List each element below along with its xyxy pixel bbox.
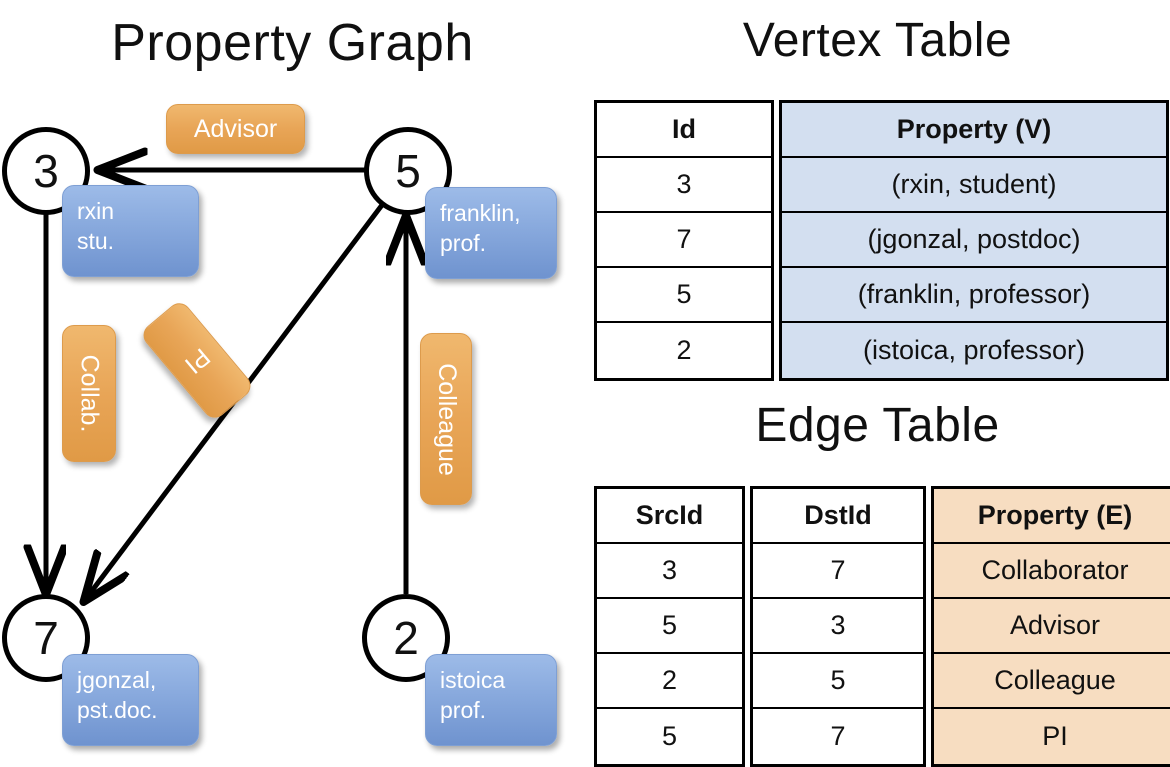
node-property-box-7-line1: jgonzal, [77, 667, 157, 693]
page-title-vertex-table: Vertex Table [742, 14, 1013, 67]
table-row: 5 [753, 654, 923, 709]
vertex-table-header-property: Property (V) [782, 103, 1166, 158]
vertex-table-header-id: Id [597, 103, 771, 158]
edge-label-collab: Collab. [62, 325, 116, 462]
page-title-property-graph: Property Graph [111, 14, 474, 72]
graph-node-2-label: 2 [393, 612, 419, 664]
edge-table: SrcId 3 5 2 5 DstId 7 3 5 7 Property (E)… [594, 486, 1170, 767]
edge-table-column-dstid: DstId 7 3 5 7 [750, 486, 926, 767]
node-property-box-5-line1: franklin, [440, 200, 521, 226]
edge-table-column-property: Property (E) Collaborator Advisor Collea… [931, 486, 1170, 767]
table-row: 7 [753, 709, 923, 764]
table-row: 5 [597, 268, 771, 323]
table-row: 5 [597, 599, 742, 654]
node-property-box-2-line2: prof. [440, 697, 487, 723]
node-property-box-3-line2: stu. [77, 228, 115, 254]
table-row: 5 [597, 709, 742, 764]
edge-table-column-srcid: SrcId 3 5 2 5 [594, 486, 745, 767]
table-row: (istoica, professor) [782, 323, 1166, 378]
node-property-box-5-line2: prof. [440, 230, 487, 256]
table-row: PI [934, 709, 1170, 764]
table-row: 3 [597, 544, 742, 599]
node-property-box-3-line1: rxin [77, 198, 115, 224]
edge-label-advisor-text: Advisor [193, 114, 278, 143]
table-row: 3 [753, 599, 923, 654]
page-title-edge-table: Edge Table [755, 399, 1000, 452]
graph-node-5[interactable]: 5 [364, 127, 452, 215]
graph-node-5-label: 5 [395, 145, 421, 197]
node-property-box-2: istoica prof. [425, 654, 557, 746]
edge-table-header-dstid: DstId [753, 489, 923, 544]
table-row: 7 [597, 213, 771, 268]
table-row: 2 [597, 654, 742, 709]
edge-label-collab-text: Collab. [75, 354, 104, 433]
table-row: (rxin, student) [782, 158, 1166, 213]
edge-label-advisor: Advisor [166, 104, 305, 154]
table-row: (jgonzal, postdoc) [782, 213, 1166, 268]
table-row: Advisor [934, 599, 1170, 654]
node-property-box-3: rxin stu. [62, 185, 199, 277]
node-property-box-7-line2: pst.doc. [77, 697, 158, 723]
edge-table-header-property: Property (E) [934, 489, 1170, 544]
edge-label-pi-text: PI [179, 342, 216, 380]
graph-node-2[interactable]: 2 [362, 594, 450, 682]
vertex-table-column-property: Property (V) (rxin, student) (jgonzal, p… [779, 100, 1169, 381]
node-property-box-5: franklin, prof. [425, 187, 557, 279]
vertex-table-column-id: Id 3 7 5 2 [594, 100, 774, 381]
edge-table-header-srcid: SrcId [597, 489, 742, 544]
property-graph-diagram: Advisor Collab. PI Colleague 3 5 7 2 rxi… [0, 0, 585, 760]
table-row: Collaborator [934, 544, 1170, 599]
edge-label-colleague-text: Colleague [432, 362, 461, 476]
graph-node-7-label: 7 [33, 612, 59, 664]
table-row: 3 [597, 158, 771, 213]
table-row: 2 [597, 323, 771, 378]
table-row: 7 [753, 544, 923, 599]
node-property-box-7: jgonzal, pst.doc. [62, 654, 199, 746]
node-property-box-2-line1: istoica [440, 667, 506, 693]
table-row: Colleague [934, 654, 1170, 709]
graph-node-3-label: 3 [33, 145, 59, 197]
edge-label-colleague: Colleague [420, 333, 472, 505]
table-row: (franklin, professor) [782, 268, 1166, 323]
vertex-table: Id 3 7 5 2 Property (V) (rxin, student) … [594, 100, 1169, 381]
